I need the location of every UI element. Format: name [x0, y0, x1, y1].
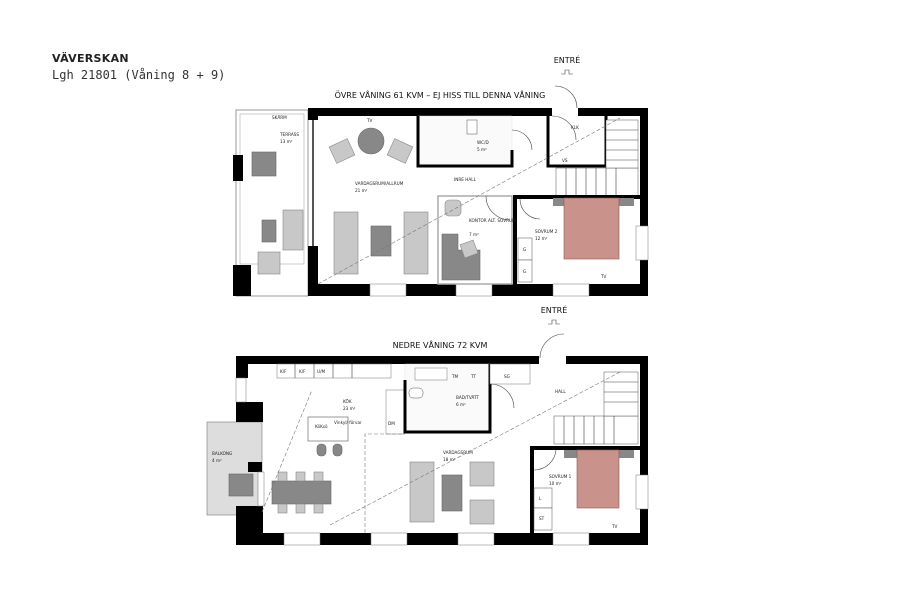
lower-entrance-label: ENTRÉ: [541, 304, 568, 315]
fixture-label: TV: [611, 524, 618, 529]
room-label: TERRASS: [279, 132, 299, 137]
room-label: INRE HALL: [454, 177, 477, 182]
lower-floor-plan: NEDRE VÅNING 72 KVM ENTRÉ: [206, 304, 649, 546]
upper-floor-heading: ÖVRE VÅNING 61 KVM – EJ HISS TILL DENNA …: [335, 89, 546, 100]
lower-stairs: [553, 371, 639, 445]
entrance-arrow-icon: [561, 69, 573, 75]
fixture-label: TT: [470, 374, 476, 379]
room-area: 13 m²: [280, 139, 293, 144]
fixture-label: Vinkyl/ förvar: [334, 420, 362, 425]
room-area: 10 m²: [549, 481, 562, 486]
room-label: SOVRUM 1: [549, 474, 572, 479]
fixture-label: K/F: [280, 369, 287, 374]
room-area: 7 m²: [469, 232, 479, 237]
room-label: KLK: [571, 125, 579, 130]
terrace-table: [251, 151, 277, 177]
room-area: 5 m²: [477, 147, 487, 152]
dining-table: [271, 480, 332, 505]
kitchen-island: [307, 416, 349, 442]
entrance-arrow-icon: [548, 319, 560, 325]
bed: [576, 449, 620, 509]
room-label: SOVRUM 2: [535, 229, 558, 234]
room-label: KÖK: [343, 399, 352, 404]
room-label: BAD/TVÄTT: [456, 395, 480, 400]
room-area: 23 m²: [343, 406, 356, 411]
fixture-label: G: [523, 247, 526, 252]
room-label: VARDAGSRUM/ALLRUM: [355, 181, 404, 186]
room-label: BALKONG: [212, 451, 232, 456]
room-label: HALL: [555, 389, 566, 394]
kitchen-cabinets: [276, 363, 405, 435]
fixture-label: KöKsö: [315, 424, 328, 429]
fixture-label: L: [539, 496, 542, 501]
upper-stairs: [555, 119, 639, 197]
upper-floor-plan: ÖVRE VÅNING 61 KVM – EJ HISS TILL DENNA …: [233, 54, 649, 297]
fixture-label: G: [523, 269, 526, 274]
room-label: VS: [562, 158, 568, 163]
room-area: 12 m²: [535, 236, 548, 241]
room-label: WC/D: [477, 140, 489, 145]
fixture-label: TV: [600, 274, 607, 279]
project-title: VÄVERSKAN: [52, 52, 129, 65]
fixture-label: K/F: [299, 369, 306, 374]
room-label: SKÄRM: [272, 115, 287, 120]
room-area: 6 m²: [456, 402, 466, 407]
apartment-id: Lgh 21801 (Våning 8 + 9): [52, 68, 226, 82]
fixture-label: SG: [504, 374, 510, 379]
fixture-label: TM: [451, 374, 459, 379]
room-area: 21 m²: [355, 188, 368, 193]
upper-entrance-label: ENTRÉ: [554, 54, 581, 65]
fixture-label: ST: [539, 516, 545, 521]
lower-floor-heading: NEDRE VÅNING 72 KVM: [393, 339, 488, 350]
room-area: 18 m²: [443, 457, 456, 462]
room-label: KONTOR ALT. SOVRUM: [469, 218, 516, 223]
fixture-label: DM: [388, 421, 395, 426]
fixture-label: U/M: [317, 369, 325, 374]
fixture-label: TV: [366, 118, 373, 123]
room-label: VARDAGSRUM: [443, 450, 473, 455]
bed: [563, 197, 620, 260]
room-area: 4 m²: [212, 458, 222, 463]
